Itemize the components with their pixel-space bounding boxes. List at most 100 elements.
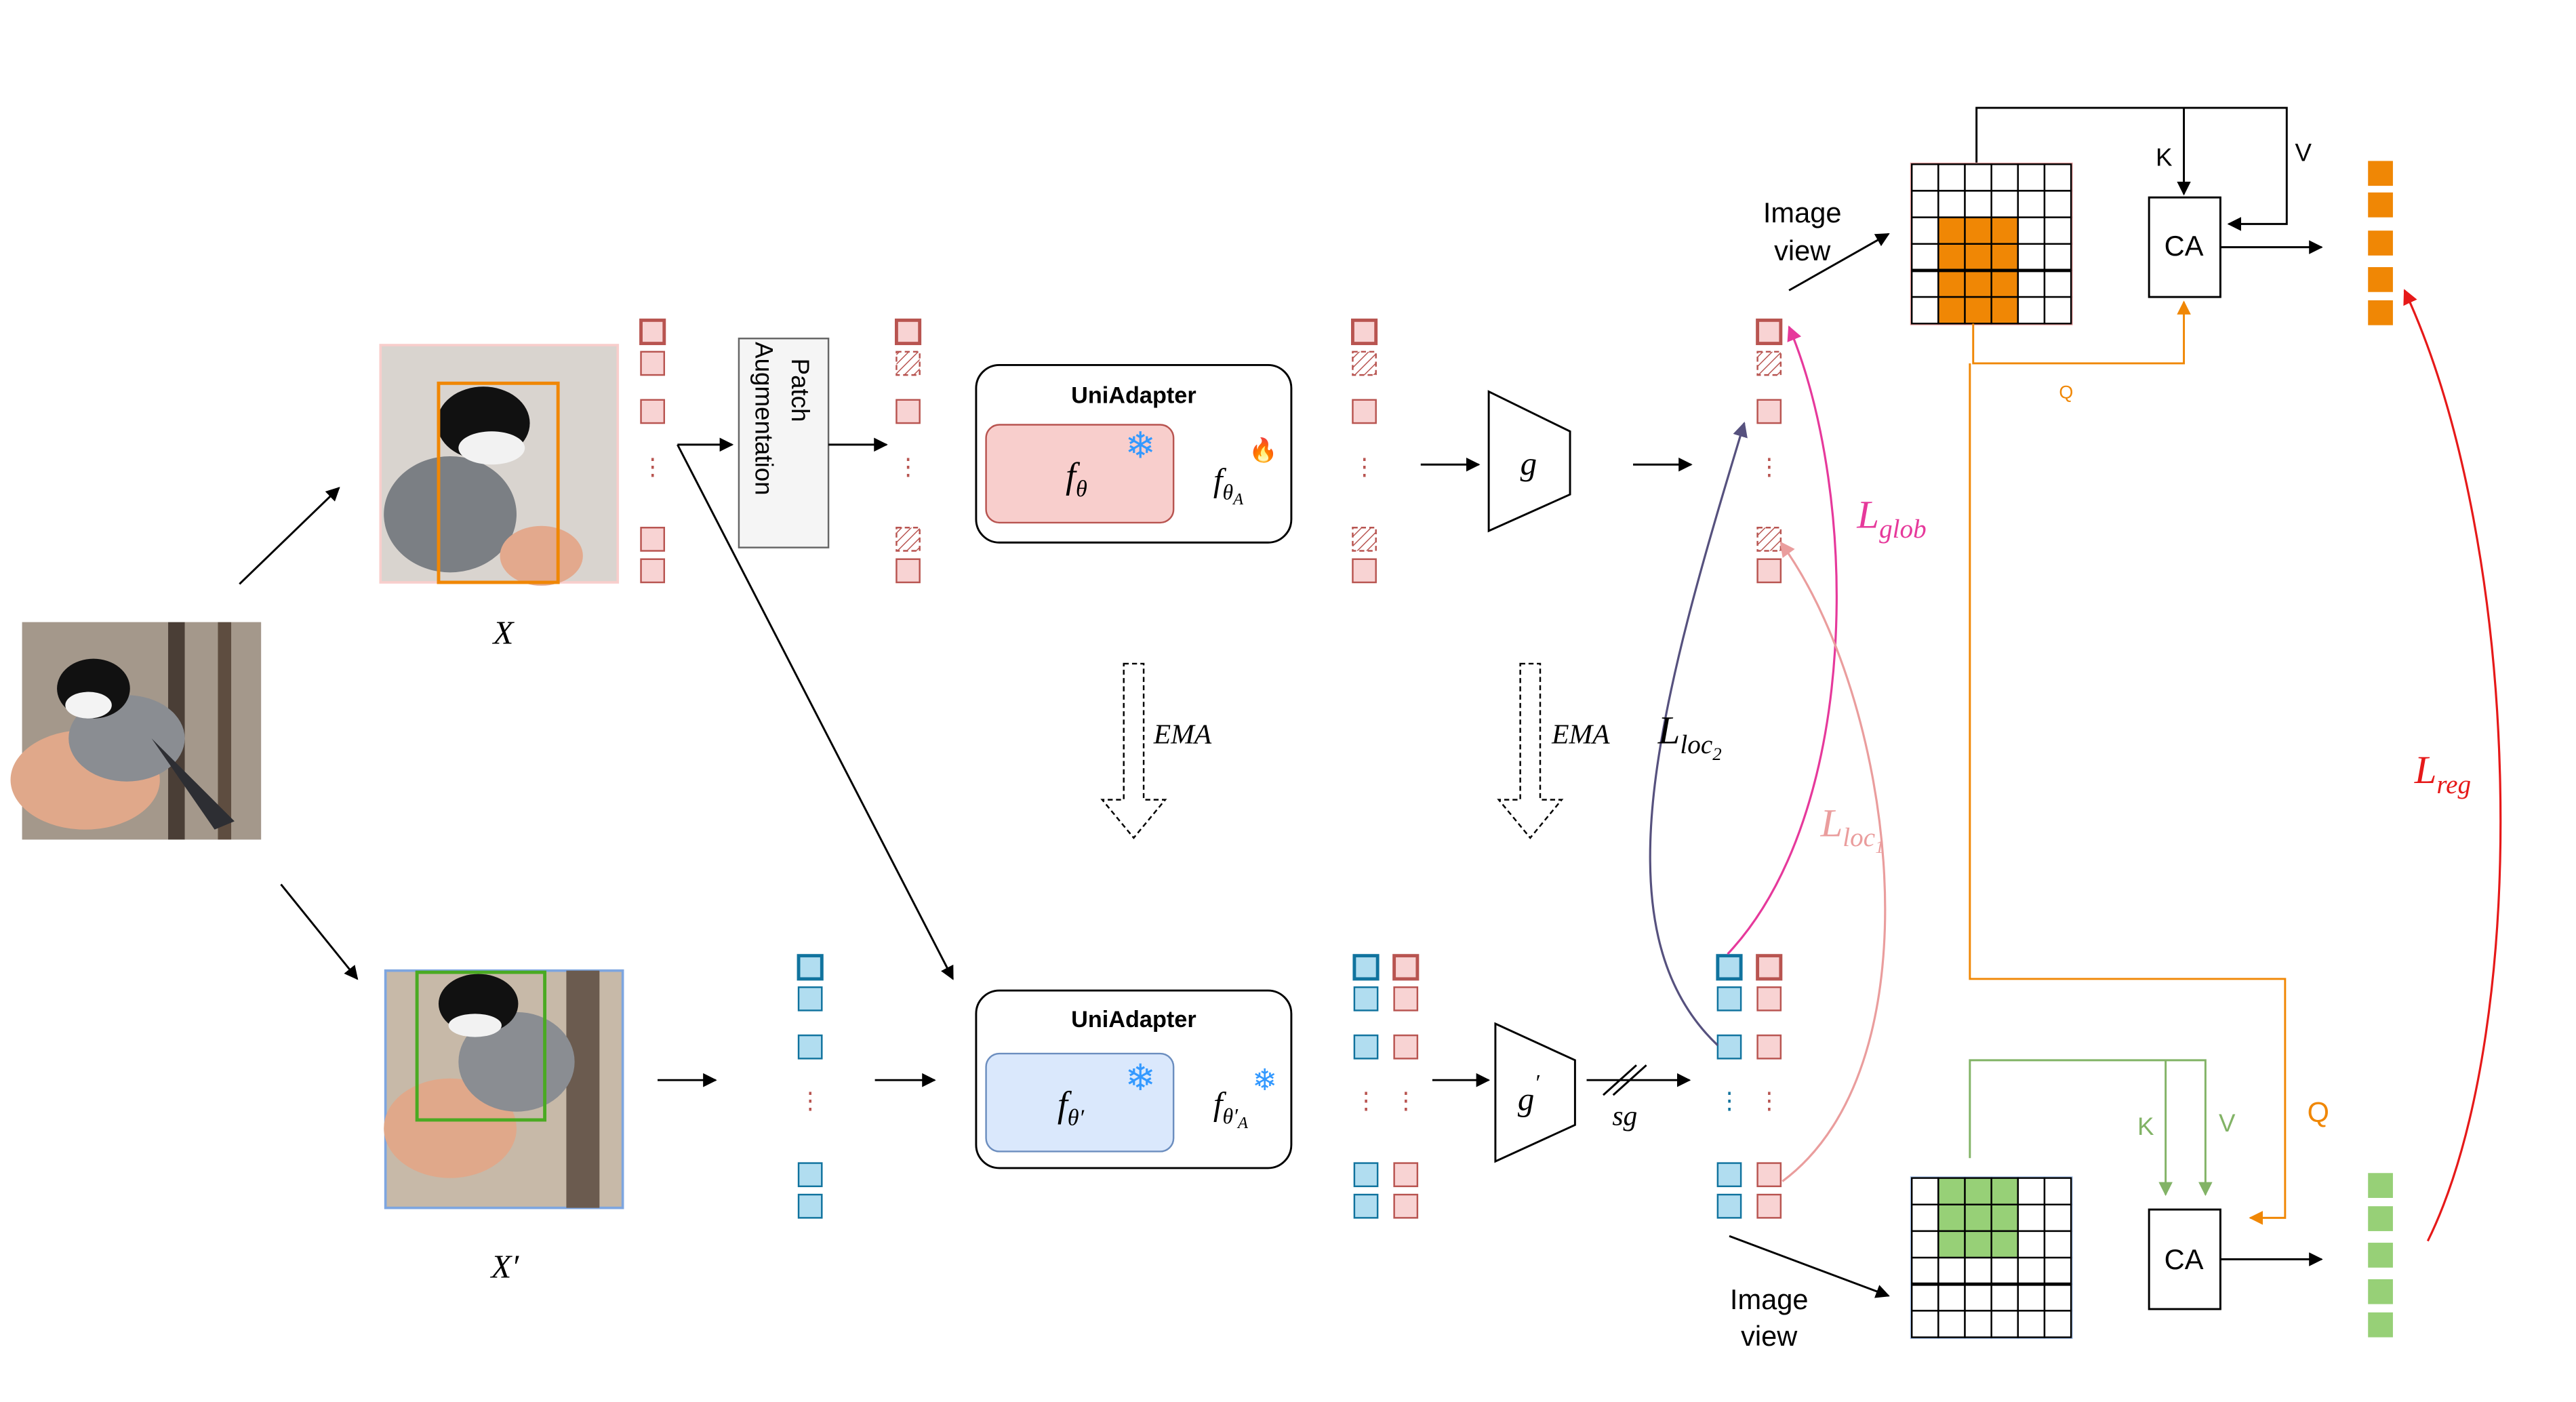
- token-ellipsis: ⋮: [1354, 1088, 1377, 1114]
- ca-top-label: CA: [2165, 230, 2204, 262]
- grid-cell: [1964, 243, 1992, 272]
- bottom-patch-grid: [1910, 1176, 2073, 1340]
- grid-cell: [1964, 216, 1992, 245]
- arrow-to-bottom-uniadapter: [677, 444, 954, 980]
- snowflake-icon: ❄: [1252, 1064, 1277, 1097]
- grid-cell: [1964, 1230, 1992, 1259]
- l-loc1-label: Lloc1: [1820, 801, 1885, 856]
- v-bottom-label: V: [2219, 1109, 2236, 1137]
- grid-cell: [1964, 190, 1992, 218]
- g-label: g: [1521, 445, 1537, 482]
- grid-cell: [1937, 1203, 1966, 1233]
- grid-cell: [1937, 1256, 1966, 1285]
- grid-cell: [1910, 1177, 1939, 1205]
- token-column-bottom-2: ⋮ ⋮: [1352, 954, 1420, 1219]
- grid-cell: [1910, 1203, 1939, 1233]
- grid-cell: [2017, 296, 2046, 325]
- grid-cell: [2043, 269, 2072, 298]
- grid-cell: [1910, 163, 1939, 192]
- token-ellipsis: ⋮: [1758, 454, 1781, 480]
- grid-cell: [2017, 1256, 2046, 1285]
- grid-cell: [1964, 1310, 1992, 1338]
- ca-bottom-label: CA: [2165, 1243, 2204, 1275]
- q-bottom-line: [1969, 363, 2287, 1225]
- token-ellipsis: ⋮: [1718, 1088, 1741, 1114]
- grid-cell: [1910, 296, 1939, 325]
- grid-cell: [1964, 1177, 1992, 1205]
- label-x: X: [491, 614, 515, 652]
- grid-cell: [1937, 296, 1966, 325]
- token-ellipsis: ⋮: [799, 1088, 822, 1114]
- grid-cell: [1964, 1256, 1992, 1285]
- grid-cell: [1937, 1283, 1966, 1312]
- q-top-line: [1972, 300, 2191, 365]
- k-top-label: K: [2156, 144, 2173, 172]
- l-glob-arrow: [1727, 325, 1838, 955]
- grid-cell: [2017, 163, 2046, 192]
- image-view-bottom-label-1: Image: [1730, 1283, 1809, 1315]
- token-ellipsis: ⋮: [896, 454, 919, 480]
- grid-cell: [2017, 216, 2046, 245]
- l-loc1-arrow: [1779, 541, 1887, 1182]
- grid-cell: [1964, 163, 1992, 192]
- grid-cell: [1937, 190, 1966, 218]
- l-loc2-label: Lloc2: [1657, 708, 1722, 763]
- token-column-bottom-1: ⋮: [797, 954, 824, 1219]
- ema-label-left: EMA: [1153, 718, 1212, 749]
- sg-slash-1: [1603, 1064, 1637, 1096]
- patch-aug-label-1: Patch: [786, 359, 814, 422]
- grid-cell: [1990, 190, 2019, 218]
- grid-cell: [2017, 1203, 2046, 1233]
- grid-cell: [2017, 243, 2046, 272]
- image-view-top-label-1: Image: [1763, 197, 1842, 228]
- token-column-top-3: ⋮: [1350, 318, 1378, 584]
- token-column-bottom-3: ⋮ ⋮: [1716, 954, 1783, 1219]
- grid-cell: [2043, 163, 2072, 192]
- arrow-to-x-prime: [280, 883, 359, 980]
- token-ellipsis: ⋮: [641, 454, 664, 480]
- grid-cell: [2043, 1256, 2072, 1285]
- bottom-ca-wiring: [1969, 1059, 2213, 1197]
- grid-cell: [1910, 1256, 1939, 1285]
- grid-cell: [1990, 1310, 2019, 1338]
- grid-cell: [1910, 243, 1939, 272]
- grid-cell: [1910, 1283, 1939, 1312]
- crop-x-image: [379, 344, 620, 586]
- grid-cell: [1964, 1283, 1992, 1312]
- patch-aug-label-2: Augmentation: [750, 342, 778, 496]
- ema-arrow-left: EMA: [1100, 662, 1212, 839]
- arrow-to-bottom-grid: [1729, 1235, 1890, 1298]
- grid-cell: [1937, 163, 1966, 192]
- snowflake-icon: ❄: [1125, 1058, 1156, 1098]
- token-ellipsis: ⋮: [1352, 454, 1375, 480]
- l-glob-label: Lglob: [1856, 492, 1926, 544]
- grid-cell: [2043, 1310, 2072, 1338]
- l-loc2-arrow: [1649, 421, 1748, 1046]
- grid-cell: [1990, 243, 2019, 272]
- grid-cell: [1964, 296, 1992, 325]
- grid-cell: [1990, 1283, 2019, 1312]
- grid-cell: [2043, 243, 2072, 272]
- grid-cell: [1910, 1230, 1939, 1259]
- grid-cell: [2043, 190, 2072, 218]
- grid-cell: [1990, 1230, 2019, 1259]
- arrow-to-x: [239, 487, 340, 585]
- grid-cell: [1937, 216, 1966, 245]
- grid-cell: [2017, 190, 2046, 218]
- arrow-to-top-grid: [1788, 233, 1890, 292]
- grid-cell: [2043, 1230, 2072, 1259]
- q-bottom-label: Q: [2308, 1096, 2329, 1127]
- image-view-top-label-2: view: [1774, 235, 1831, 266]
- label-x-prime: X′: [490, 1247, 520, 1285]
- grid-cell: [1910, 190, 1939, 218]
- ema-label-right: EMA: [1551, 718, 1610, 749]
- l-reg-label: Lreg: [2414, 748, 2471, 799]
- ca-bottom-box: CA: [2148, 1208, 2221, 1310]
- k-bottom-label: K: [2137, 1113, 2154, 1140]
- grid-cell: [1990, 269, 2019, 298]
- grid-cell: [1937, 1177, 1966, 1205]
- l-reg-arrow: [2403, 289, 2502, 1242]
- top-patch-grid: [1910, 162, 2073, 325]
- top-ca-wiring: [1975, 106, 2288, 231]
